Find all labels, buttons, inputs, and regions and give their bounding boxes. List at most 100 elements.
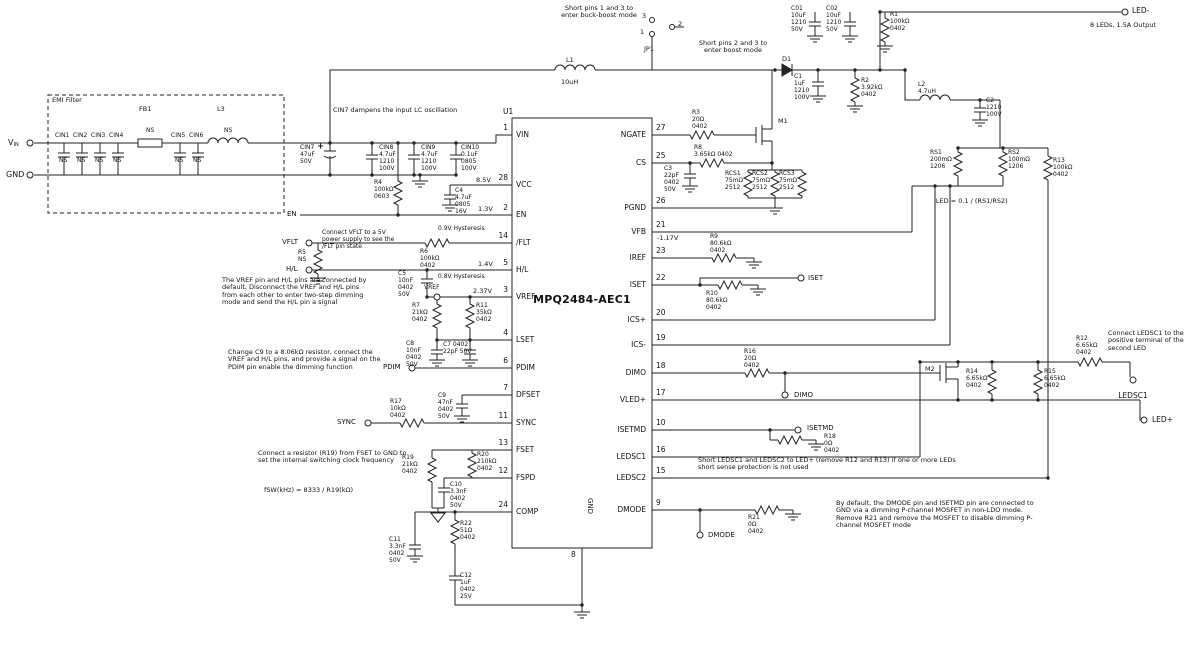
pin-num-dmode: 9: [656, 498, 661, 507]
label-CIN4-ref: CIN4: [109, 132, 124, 139]
pin-name-isetmd: ISETMD: [617, 425, 646, 434]
annotation-cin7: CIN7 dampens the input LC oscillation: [333, 106, 458, 114]
wires-left: [312, 184, 583, 612]
label-CIN8: CIN8 4.7uF 1210 100V: [379, 144, 396, 172]
pin-name-dimo: DIMO: [625, 368, 646, 377]
pin-note-hl-hys: 0.8V Hysteresis: [438, 273, 485, 280]
label-C10: C10 3.3nF 0402 50V: [450, 481, 467, 509]
label-C02: C02 10uF 1210 50V: [826, 5, 842, 33]
pin-num-pdim: 6: [503, 356, 508, 365]
annotation-dmode: By default, the DMODE pin and ISETMD pin…: [836, 499, 1034, 530]
pin-name-vfb: VFB: [631, 227, 646, 236]
label-CIN3-value: NS: [95, 157, 104, 164]
terminal-label-vin: VIN: [8, 138, 19, 149]
label-C2: C2 1210 100V: [986, 97, 1002, 118]
pin-name-cs: CS: [636, 158, 646, 167]
label-R20: R20 210kΩ 0402: [477, 451, 497, 472]
capacitor-C11-symbol: [408, 544, 422, 550]
resistor-R12-symbol: [1077, 357, 1103, 367]
label-CIN3-ref: CIN3: [91, 132, 106, 139]
label-CIN6-value: NS: [193, 157, 202, 164]
annotation-buckboost: Short pins 1 and 3 to enter buck-boost m…: [561, 4, 637, 20]
label-R19: R19 21kΩ 0402: [402, 454, 418, 475]
resistor-R13-symbol: [1043, 155, 1053, 181]
pin-name-ngate: NGATE: [620, 130, 646, 139]
resistor-R22-symbol: [450, 519, 460, 545]
pin-num-vin: 1: [503, 123, 508, 132]
junction-dots: [328, 10, 1050, 607]
label-R14: R14 6.65kΩ 0402: [966, 368, 988, 389]
jp1-pin3-label: 3: [642, 12, 647, 20]
resistor-R3-symbol: [689, 130, 715, 140]
label-R17: R17 10kΩ 0402: [390, 398, 406, 419]
annotation-fset: Connect a resistor (R19) from FSET to GN…: [258, 449, 407, 465]
capacitor-CIN7-symbol: [317, 142, 337, 166]
annotation-emi: EMI Filter: [52, 96, 82, 104]
label-CIN2-value: NS: [77, 157, 86, 164]
terminal-label-en: EN: [287, 210, 297, 218]
resistor-R6-symbol: [424, 238, 450, 248]
vin-sub: IN: [13, 142, 19, 148]
label-R22: R22 51Ω 0402: [460, 520, 476, 541]
pin-num-dimo: 18: [656, 361, 666, 370]
label-R3: R3 20Ω 0402: [692, 109, 708, 130]
label-C11: C11 3.3nF 0402 50V: [389, 536, 406, 564]
pin-num-pgnd: 26: [656, 196, 666, 205]
pin-num-sync: 11: [498, 411, 508, 420]
resistor-RS2-symbol: [998, 151, 1008, 177]
pin-num-comp: 24: [498, 500, 508, 509]
pin-name-vled: VLED+: [619, 395, 646, 404]
pin-num-ngate: 27: [656, 123, 666, 132]
pin-name-vin: VIN: [516, 130, 529, 139]
pin-num-iref: 23: [656, 246, 666, 255]
label-CIN10: CIN10 0.1uF 0805 100V: [461, 144, 480, 172]
ground-triangle-icon: [430, 512, 446, 523]
label-CIN4-value: NS: [113, 157, 122, 164]
label-R1: R1 100kΩ 0402: [890, 11, 910, 32]
jp1-ref-label: JP1: [644, 45, 654, 53]
label-L3-ref: L3: [217, 105, 225, 113]
capacitor-C5-symbol: [420, 278, 434, 284]
annotation-vflt: Connect VFLT to a 5V power supply to see…: [322, 229, 395, 250]
resistor-R17-symbol: [399, 418, 425, 428]
dimo-terminal: [781, 391, 789, 399]
resistor-R11-symbol: [465, 303, 475, 329]
label-L1-ref: L1: [566, 56, 574, 64]
resistor-R4-symbol: [393, 180, 403, 206]
terminal-label-hl: H/L: [286, 265, 298, 273]
vin-terminal: [26, 139, 34, 147]
pin-num-ledsc1: 16: [656, 445, 666, 454]
capacitor-C9-symbol: [455, 403, 469, 409]
pin-name-sync: SYNC: [516, 418, 537, 427]
pin-note-vcc: 8.5V: [476, 176, 491, 184]
annotation-ledsc1: Connect LEDSC1 to the positive terminal …: [1108, 329, 1184, 352]
pin-num-fspd: 12: [498, 466, 508, 475]
terminal-label-led-minus: LED-: [1132, 6, 1150, 15]
annotation-iled: ILED = 0.1 / (RS1/RS2): [934, 197, 1008, 205]
annotation-short: Short LEDSC1 and LEDSC2 to LED+ (remove …: [698, 456, 956, 472]
label-CIN1-value: NS: [59, 157, 68, 164]
label-CIN2-ref: CIN2: [73, 132, 88, 139]
pin-name-fspd: FSPD: [516, 473, 536, 482]
pin-name-iref: IREF: [629, 253, 646, 262]
label-CIN6-ref: CIN6: [189, 132, 204, 139]
pin-name-ledsc2: LEDSC2: [616, 473, 646, 482]
resistor-R2-symbol: [850, 77, 860, 103]
pin-num-cs: 25: [656, 151, 666, 160]
pin-name-comp: COMP: [516, 507, 539, 516]
resistor-R21-symbol: [754, 505, 780, 515]
pin-num-dfset: 7: [503, 383, 508, 392]
wires-right: [652, 70, 1141, 532]
label-CIN9: CIN9 4.7uF 1210 100V: [421, 144, 438, 172]
capacitor-C02-symbol: [843, 21, 857, 27]
inductor-L3-symbol: [207, 137, 249, 144]
label-R12: R12 6.65kΩ 0402: [1076, 335, 1098, 356]
capacitor-CIN8-symbol: [365, 154, 379, 160]
capacitor-C8-symbol: [430, 349, 444, 355]
resistor-RCS2-symbol: [770, 171, 780, 197]
ledsc1-terminal: [1129, 376, 1137, 384]
label-C1: C1 1uF 1210 100V: [794, 73, 810, 101]
resistor-R15-symbol: [1033, 369, 1043, 395]
resistor-R9-symbol: [711, 253, 737, 263]
